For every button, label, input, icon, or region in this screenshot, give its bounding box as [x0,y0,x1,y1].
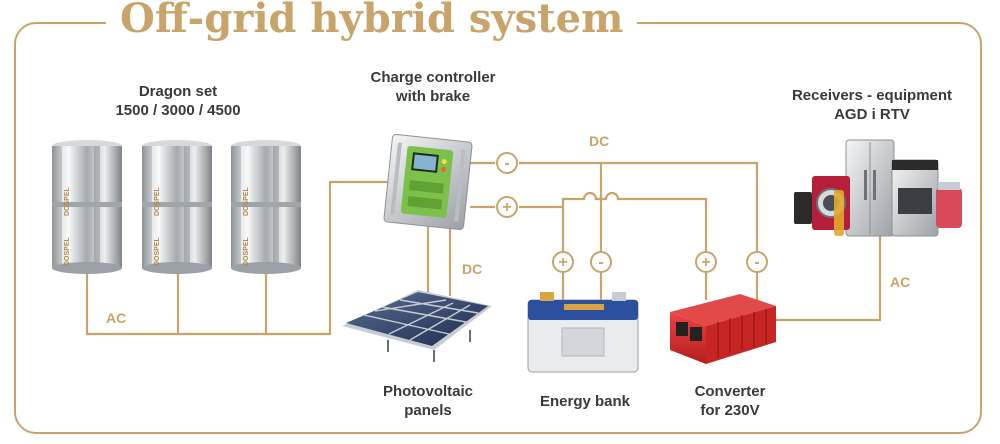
photovoltaic-label: Photovoltaic panels [358,382,498,420]
receivers-title: Receivers - equipment [791,87,953,104]
charge-controller-subtitle: with brake [395,88,471,105]
converter-inverter [670,294,776,364]
terminal-controller-plus: + [496,196,518,218]
ac-label-left: AC [106,310,127,326]
terminal-converter-plus: + [695,251,717,273]
terminal-minus-glyph: - [504,155,509,172]
terminal-battery-minus: - [590,251,612,273]
ac-wire-turbines [85,180,395,336]
diagram-title: Off-grid hybrid system [106,0,638,44]
dc-wire-converter-minus [601,161,759,252]
turbine-brand-label: DOSPEL [243,186,250,216]
terminal-plus-glyph: + [502,199,511,216]
terminal-minus-glyph: - [754,254,759,271]
terminal-controller-minus: - [496,152,518,174]
dc-label-mid: DC [462,261,483,277]
wind-turbine-3: DOSPEL DOSPEL [231,140,301,274]
dragon-set-label: Dragon set 1500 / 3000 / 4500 [88,82,268,120]
terminals: - + + - + - [496,152,768,273]
terminal-battery-plus: + [552,251,574,273]
dragon-set-title: Dragon set [138,83,218,100]
wind-turbine-2: DOSPEL DOSPEL [142,140,212,274]
ac-wire-receivers [770,236,882,322]
receivers-appliances [794,139,962,237]
turbine-brand-label: DOSPEL [64,186,71,216]
terminal-plus-glyph: + [701,254,710,271]
terminal-plus-glyph: + [558,254,567,271]
dc-wire-plus [470,205,565,252]
ac-label-right: AC [890,274,911,290]
charge-controller [383,133,473,231]
terminal-converter-minus: - [746,251,768,273]
energy-bank-title: Energy bank [539,393,631,410]
photovoltaic-panels [342,290,492,362]
turbine-brand-label: DOSPEL [243,236,250,266]
dc-label-top: DC [589,133,610,149]
dc-wire-converter-plus [561,191,708,252]
photovoltaic-subtitle: panels [404,402,452,419]
energy-bank-battery [527,292,639,373]
terminal-minus-glyph: - [598,254,603,271]
receivers-subtitle: AGD i RTV [834,106,910,123]
turbine-brand-label: DOSPEL [64,236,71,266]
converter-subtitle: for 230V [700,402,760,419]
converter-label: Converter for 230V [660,382,800,420]
turbine-brand-label: DOSPEL [154,186,161,216]
wind-turbine-1: DOSPEL DOSPEL [52,140,122,274]
photovoltaic-title: Photovoltaic [382,383,473,400]
dragon-set-models: 1500 / 3000 / 4500 [115,102,241,119]
charge-controller-label: Charge controller with brake [338,68,528,106]
turbine-brand-label: DOSPEL [154,236,161,266]
receivers-label: Receivers - equipment AGD i RTV [762,86,982,124]
charge-controller-title: Charge controller [370,69,496,86]
wiring [85,161,882,336]
energy-bank-label: Energy bank [520,392,650,411]
converter-title: Converter [694,383,766,400]
wind-turbines: DOSPEL DOSPEL DOSPEL DOSPEL DOSP [52,140,301,274]
